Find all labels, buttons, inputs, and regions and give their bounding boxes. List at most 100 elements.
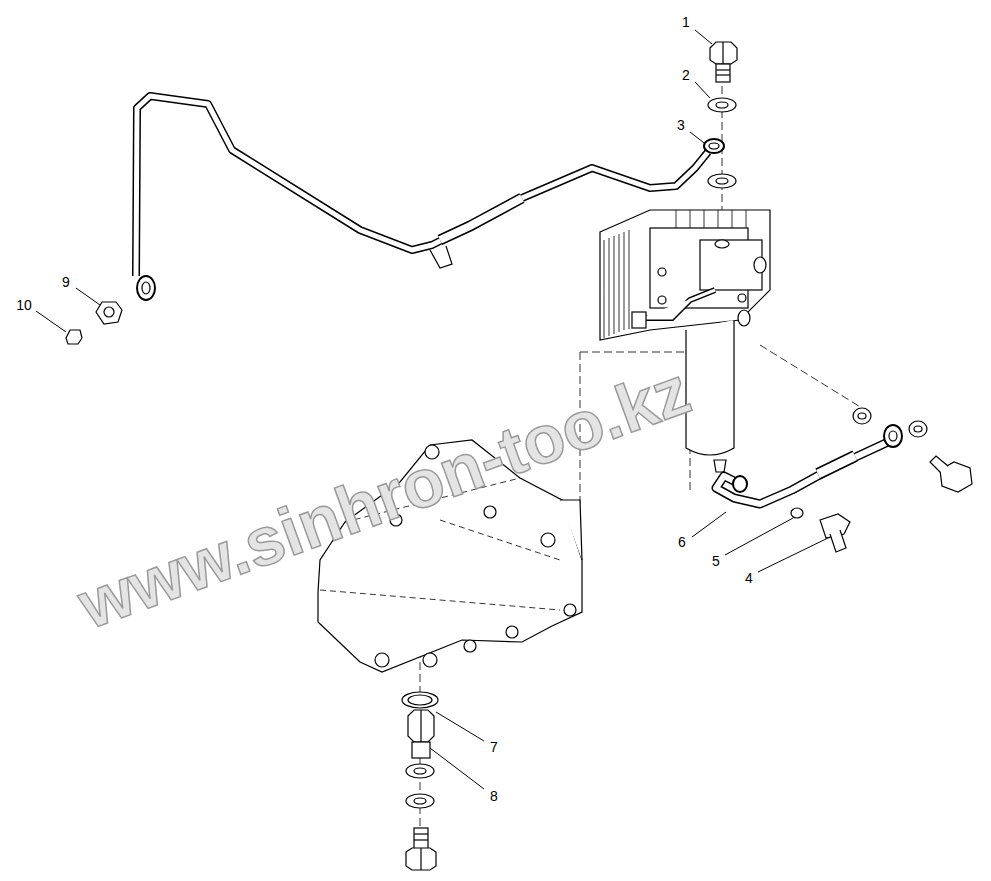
oil-filter-cooler (640, 290, 715, 318)
oil-pipe (884, 425, 902, 447)
callout-number: 9 (62, 275, 70, 289)
callout-number: 7 (490, 740, 498, 754)
housing-cover (506, 626, 518, 638)
banjo-bolt (406, 828, 436, 870)
sealing-washer (791, 508, 803, 518)
leader-line (695, 30, 712, 44)
sealing-washer (414, 798, 426, 804)
sealing-washer (708, 98, 736, 112)
oil-pipe (430, 246, 452, 268)
callout-number: 10 (16, 298, 32, 312)
banjo-bolt (406, 848, 436, 870)
oil-pipe (716, 442, 888, 504)
adapter-nut (408, 710, 434, 742)
oil-pipe (137, 276, 155, 300)
callout-number: 2 (682, 68, 690, 82)
sealing-washer (858, 413, 866, 419)
callout-number: 6 (678, 535, 686, 549)
part-outline (36, 30, 972, 870)
part-outline (676, 210, 677, 228)
housing-cover (564, 604, 576, 616)
bolt (820, 456, 972, 552)
oil-filter-cooler (714, 460, 726, 472)
sealing-washer (909, 421, 927, 437)
housing-cover (464, 640, 476, 652)
oil-filter-cooler (754, 257, 766, 273)
dashed-axis (580, 352, 690, 353)
part-outline (614, 236, 615, 334)
banjo-bolt (66, 330, 82, 344)
callout-number: 1 (682, 15, 690, 29)
oil-pipe (818, 456, 855, 474)
banjo-bolt (414, 833, 428, 834)
housing-cover (423, 653, 437, 667)
banjo-bolt (414, 839, 428, 840)
part-outline (718, 210, 719, 228)
oil-pipe (889, 431, 897, 441)
sealing-washer (716, 178, 728, 184)
callout-number: 3 (677, 118, 685, 132)
sealing-washer (914, 426, 922, 432)
banjo-bolt (420, 848, 421, 870)
part-outline (732, 210, 733, 228)
oil-pipe (440, 198, 522, 240)
banjo-bolt (722, 42, 723, 64)
sealing-washer (406, 794, 434, 808)
sealing-washer (708, 174, 736, 188)
sealing-washer (716, 102, 728, 108)
banjo-bolt (104, 307, 114, 317)
bolt (930, 456, 948, 472)
part-outline (704, 210, 705, 228)
housing-cover (541, 533, 555, 547)
banjo-bolt (716, 64, 730, 82)
leader-line (36, 30, 830, 789)
leader-line (692, 512, 726, 537)
oil-pipe (709, 143, 719, 149)
oil-filter-cooler (640, 290, 715, 318)
part-outline (624, 232, 625, 330)
oil-pipe (440, 198, 522, 240)
callout-number: 5 (712, 554, 720, 568)
banjo-bolt (66, 302, 122, 344)
oil-pipe (716, 442, 888, 504)
oil-filter-cooler (700, 240, 762, 290)
oil-filter-cooler (658, 296, 666, 304)
oil-filter-cooler (738, 294, 746, 302)
oil-filter-cooler (686, 320, 734, 455)
leader-line (436, 712, 484, 741)
bolt (830, 530, 846, 552)
oil-pipe (733, 476, 747, 492)
adapter-nut (412, 742, 430, 758)
oil-filter-cooler (715, 240, 729, 248)
part-outline (619, 234, 620, 332)
housing-cover (484, 506, 496, 518)
leader-line (758, 537, 830, 572)
banjo-bolt (414, 828, 428, 850)
oil-filter-cooler (658, 268, 666, 276)
callout-number: 8 (490, 789, 498, 803)
adapter-nut (420, 710, 421, 742)
sealing-washer (853, 408, 871, 424)
banjo-bolt (716, 69, 730, 70)
part-outline (604, 240, 605, 338)
leader-line (76, 288, 100, 305)
oil-filter-cooler (738, 310, 750, 326)
oil-filter-cooler (600, 210, 770, 340)
sealing-washer (402, 692, 438, 708)
callout-number: 4 (745, 571, 753, 585)
part-outline (746, 210, 747, 228)
housing-cover (375, 653, 389, 667)
leader-line (695, 82, 710, 98)
oil-filter-cooler (632, 312, 646, 328)
sealing-washer (406, 764, 434, 778)
dashed-axis (760, 345, 862, 408)
oil-pipe (716, 425, 902, 504)
adapter-nut (408, 710, 434, 758)
oil-pipe (818, 456, 855, 474)
sealing-washer (414, 768, 426, 774)
oil-pipe (704, 139, 724, 153)
part-outline (690, 210, 691, 228)
housing-cover (560, 500, 582, 560)
part-outline (609, 238, 610, 336)
